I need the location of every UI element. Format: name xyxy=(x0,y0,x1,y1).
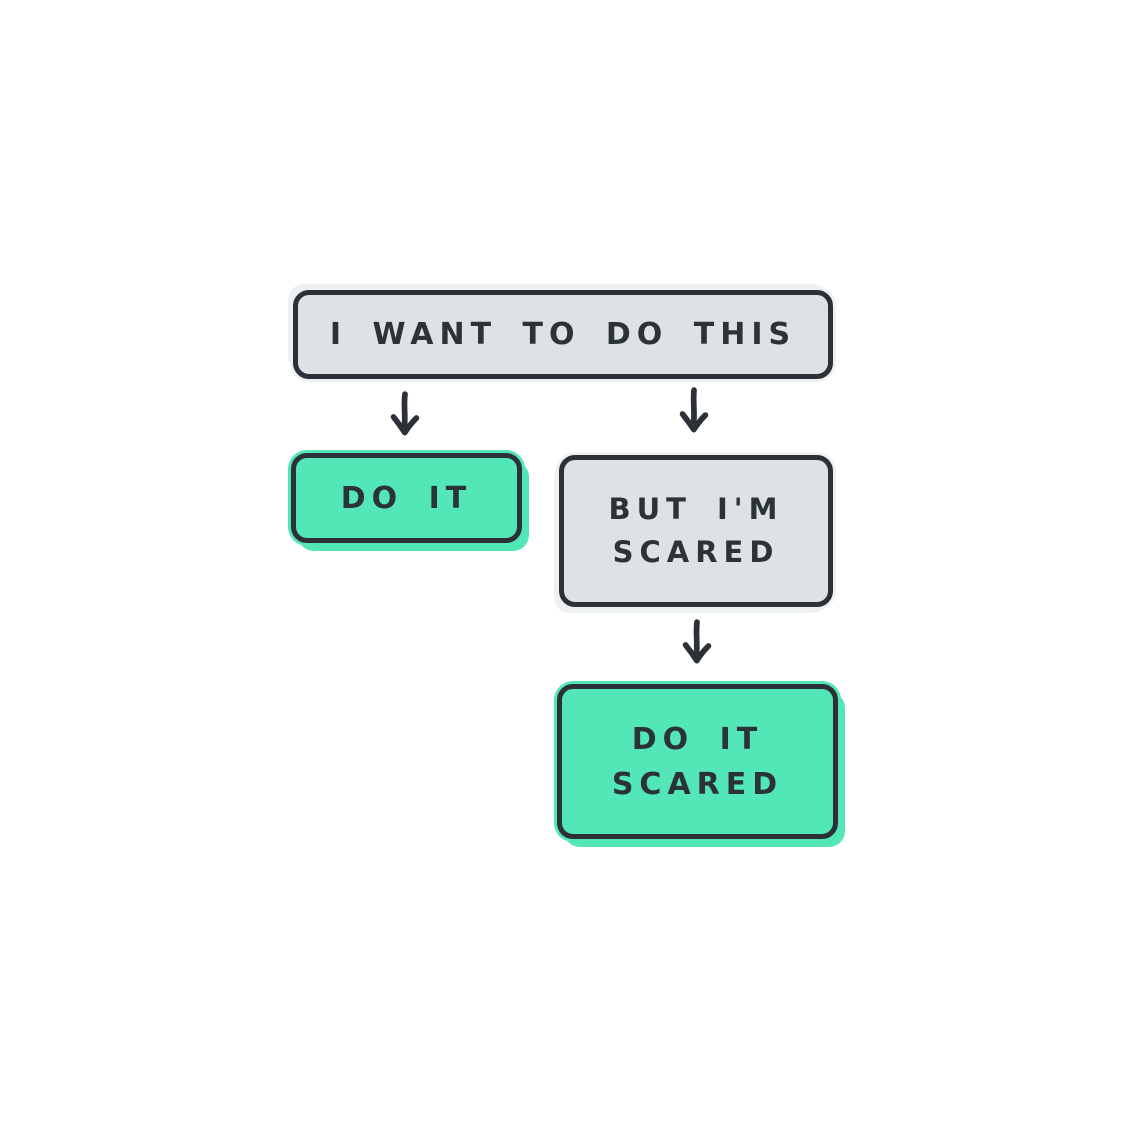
node-do-it-scared: DO IT SCARED xyxy=(557,684,838,839)
node-label: I WANT TO DO THIS xyxy=(329,317,797,352)
node-i-want-to-do-this: I WANT TO DO THIS xyxy=(293,290,833,379)
node-label: DO IT SCARED xyxy=(611,721,784,802)
node-label: BUT I'M SCARED xyxy=(608,491,784,570)
arrow-down-icon xyxy=(672,386,716,440)
node-do-it: DO IT xyxy=(291,453,522,543)
arrow-down-icon xyxy=(675,618,719,672)
node-but-im-scared: BUT I'M SCARED xyxy=(559,455,833,607)
arrow-down-icon xyxy=(383,390,427,444)
node-label: DO IT xyxy=(340,480,473,516)
